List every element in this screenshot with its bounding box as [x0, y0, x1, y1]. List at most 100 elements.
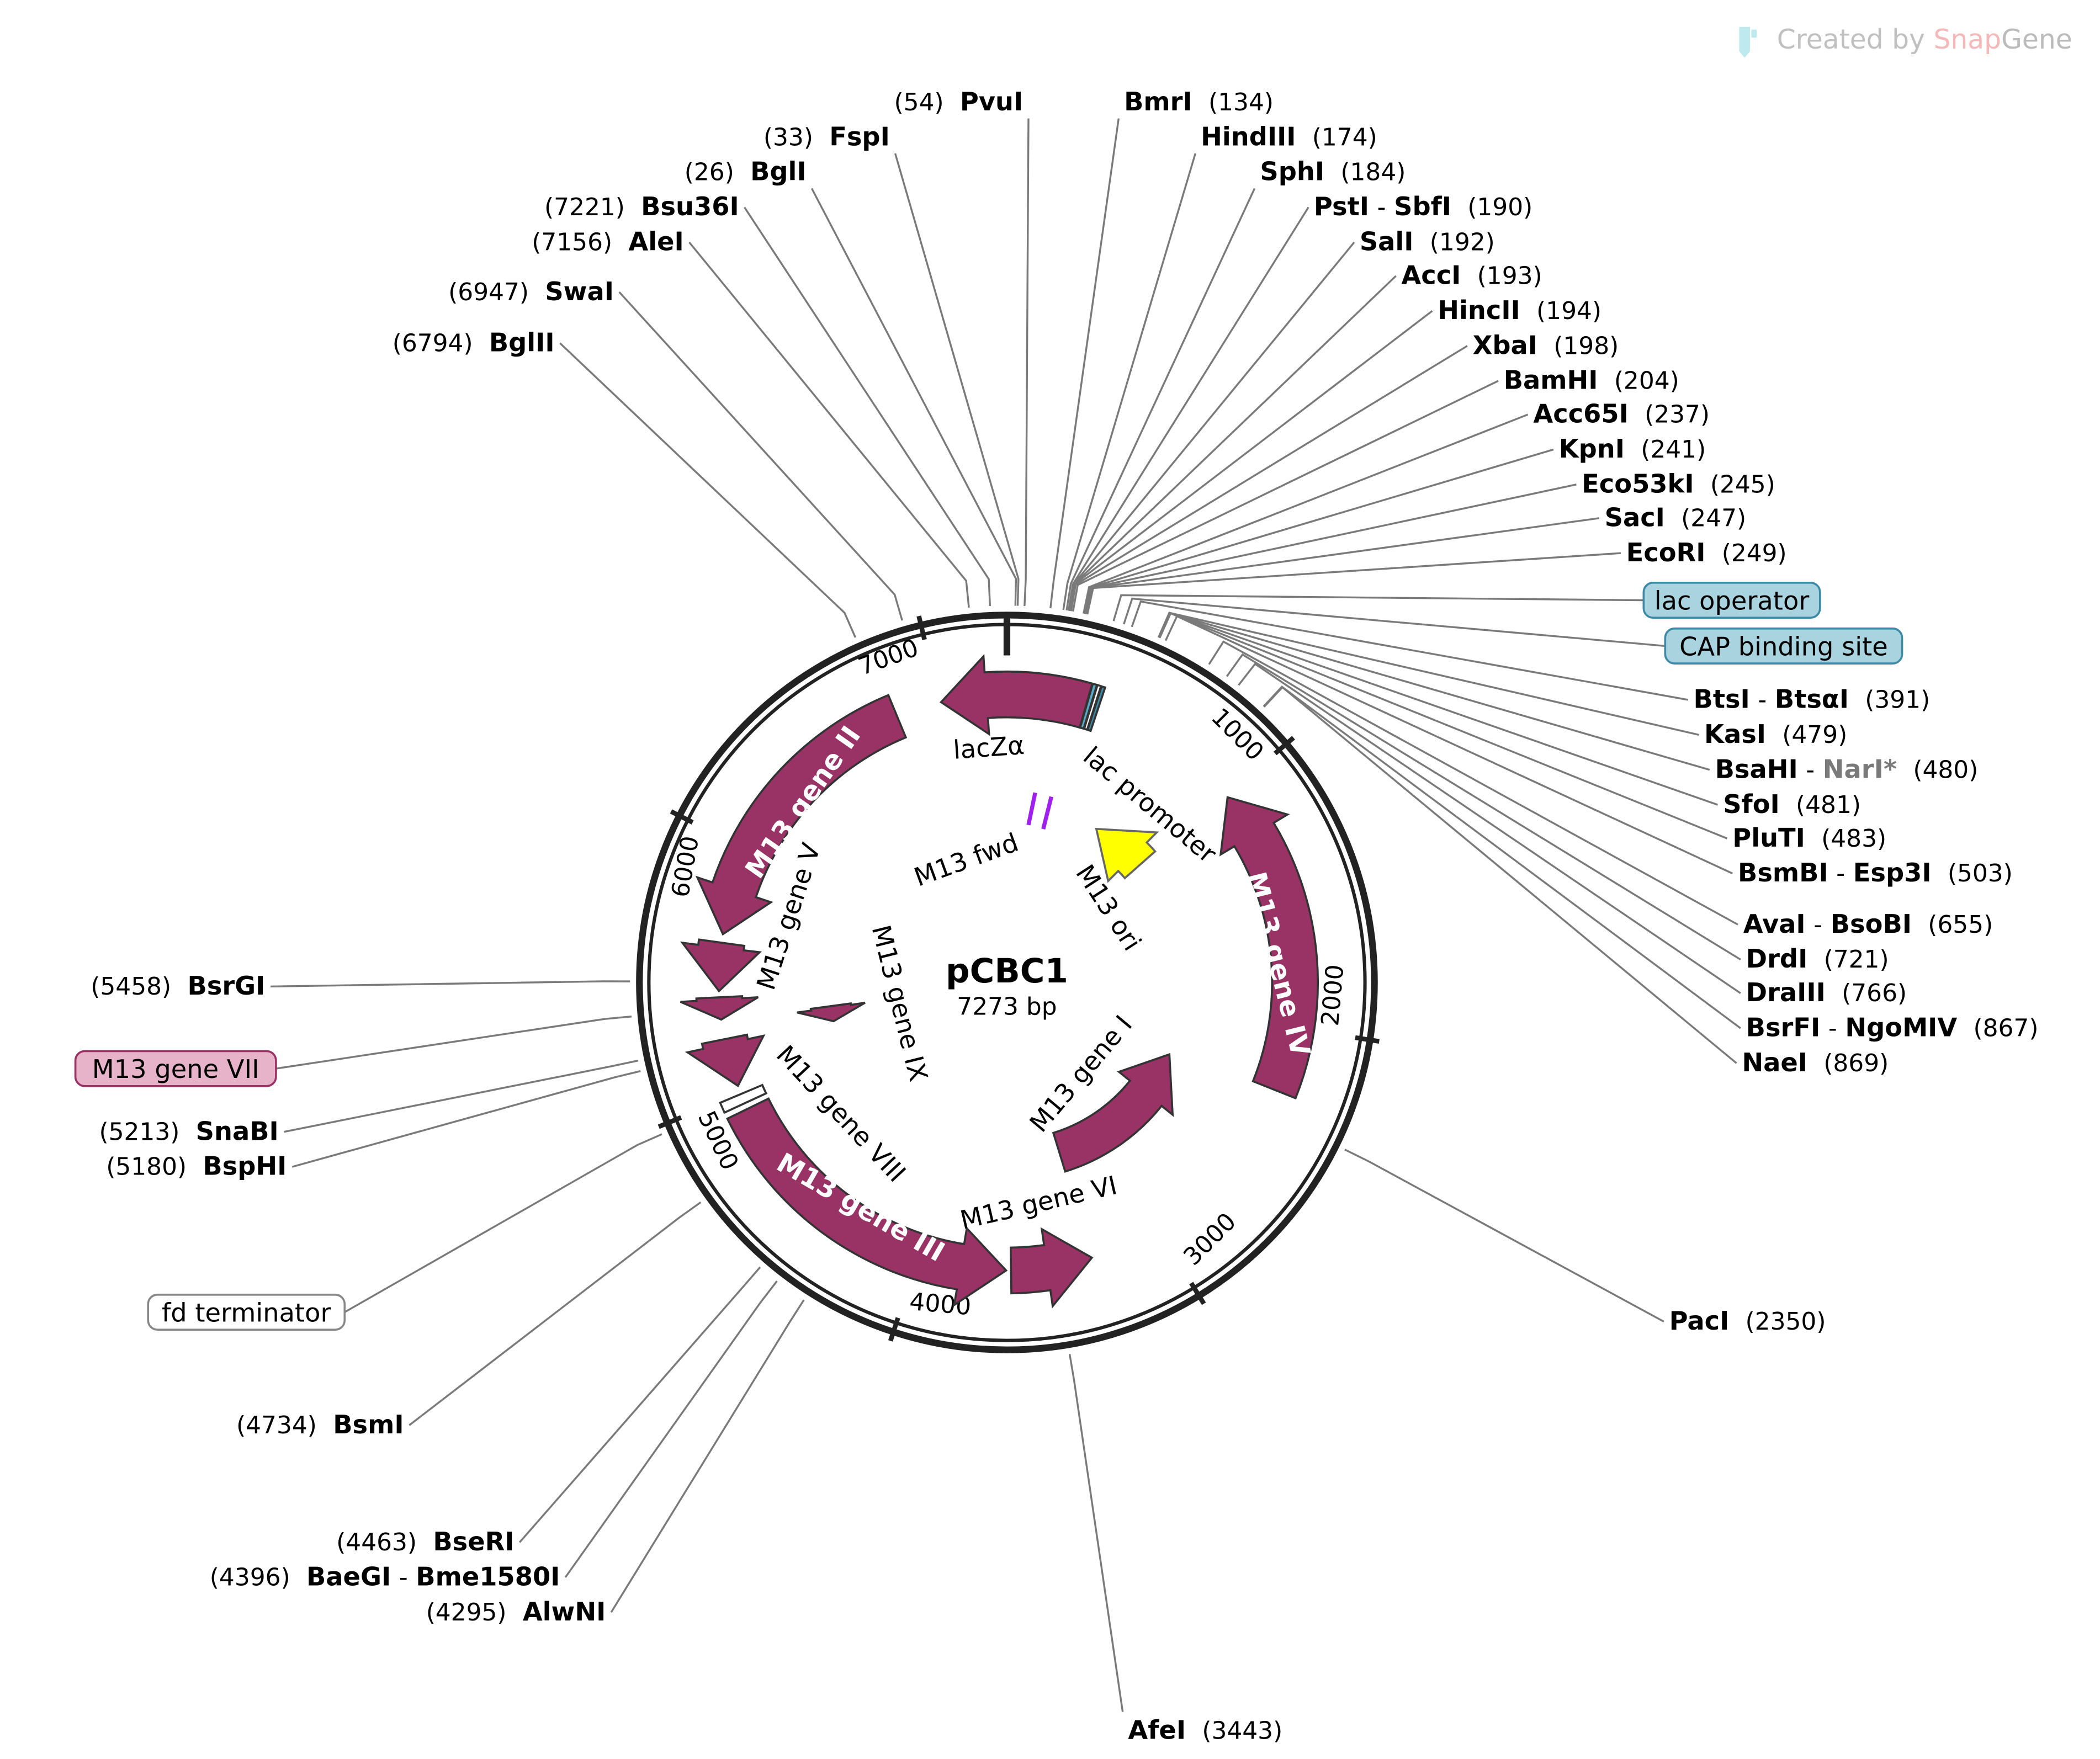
- enzyme-position: (6794): [393, 329, 473, 357]
- enzyme-position: (198): [1553, 332, 1619, 360]
- enzyme-site-avai[interactable]: AvaI-BsoBI(655): [1743, 909, 1993, 939]
- enzyme-site-naei[interactable]: NaeI(869): [1742, 1048, 1889, 1077]
- callout-label: fd terminator: [162, 1298, 332, 1328]
- primer-m13-fwd[interactable]: [1026, 792, 1053, 830]
- enzyme-site-paci[interactable]: PacI(2350): [1669, 1306, 1826, 1336]
- enzyme-site-bsu36i[interactable]: (7221)Bsu36I: [544, 192, 739, 221]
- enzyme-site-btsi[interactable]: BtsI-BtsαI(391): [1694, 684, 1931, 714]
- enzyme-site-bsmbi[interactable]: BsmBI-Esp3I(503): [1738, 858, 2013, 888]
- enzyme-separator: -: [1758, 686, 1767, 714]
- feature-m13-gene-vii[interactable]: [680, 995, 759, 1021]
- feature-m13-gene-iv[interactable]: [1219, 796, 1319, 1100]
- enzyme-position: (134): [1208, 88, 1274, 116]
- enzyme-site-sphi[interactable]: SphI(184): [1260, 157, 1406, 187]
- enzyme-site-alwni[interactable]: (4295)AlwNI: [426, 1597, 606, 1627]
- feature-m13-gene-viii[interactable]: [685, 1033, 766, 1087]
- enzyme-site-acc65i[interactable]: Acc65I(237): [1533, 399, 1710, 429]
- callout-leader-line: [1123, 597, 1666, 647]
- plasmid-length: 7273 bp: [957, 993, 1057, 1021]
- enzyme-site-draiii[interactable]: DraIII(766): [1746, 977, 1907, 1007]
- enzyme-site-hindiii[interactable]: HindIII(174): [1201, 121, 1377, 151]
- feature-m13-gene-ii[interactable]: [695, 694, 908, 936]
- enzyme-site-pvui[interactable]: (54)PvuI: [894, 87, 1024, 116]
- enzyme-site-psti[interactable]: PstI-SbfI(190): [1314, 192, 1532, 221]
- enzyme-position: (481): [1796, 791, 1861, 819]
- enzyme-site-afei[interactable]: AfeI(3443): [1128, 1715, 1282, 1745]
- enzyme-site-hincii[interactable]: HincII(194): [1438, 295, 1601, 325]
- callout-fd-terminator[interactable]: fd terminator: [147, 1293, 346, 1331]
- enzyme-leader-line: [1086, 552, 1621, 615]
- feature-m13-gene-vi[interactable]: [1009, 1227, 1094, 1309]
- enzyme-site-bsmi[interactable]: (4734)BsmI: [236, 1410, 404, 1439]
- enzyme-site-bseri[interactable]: (4463)BseRI: [336, 1527, 514, 1556]
- enzyme-site-snabi[interactable]: (5213)SnaBI: [99, 1116, 279, 1146]
- callout-box: [147, 1293, 346, 1331]
- feature-m13-gene-i[interactable]: [1052, 1053, 1174, 1173]
- enzyme-site-bmri[interactable]: BmrI (134): [1124, 87, 1274, 116]
- enzyme-leader-line: [1208, 640, 1738, 926]
- feature-cap-binding-site[interactable]: [1086, 685, 1107, 732]
- enzyme-name: FspI: [829, 121, 890, 151]
- enzyme-position: (721): [1824, 945, 1889, 974]
- tick-label: 2000: [1316, 963, 1350, 1027]
- enzyme-name: KasI: [1704, 719, 1766, 749]
- enzyme-site-bsahi[interactable]: BsaHI-NarI*(480): [1715, 754, 1979, 784]
- enzyme-name: SwaI: [545, 277, 614, 306]
- enzyme-separator: -: [1806, 756, 1815, 784]
- enzyme-site-baegi[interactable]: (4396)BaeGI-Bme1580I: [210, 1561, 560, 1591]
- enzyme-site-sfoi[interactable]: SfoI(481): [1723, 789, 1861, 819]
- enzyme-position: (194): [1536, 297, 1601, 325]
- enzyme-position: (237): [1645, 401, 1710, 429]
- callout-leader-line: [275, 1016, 632, 1070]
- feature-m13-ori[interactable]: [1095, 827, 1159, 883]
- callout-box: [1642, 582, 1821, 619]
- feature-lacz-[interactable]: [939, 653, 1094, 736]
- enzyme-name: BsrFI: [1746, 1013, 1821, 1043]
- enzyme-site-bamhi[interactable]: BamHI(204): [1504, 365, 1679, 395]
- enzyme-site-ecori[interactable]: EcoRI(249): [1626, 538, 1787, 567]
- label-lacza: lacZα: [952, 730, 1025, 765]
- enzyme-site-swai[interactable]: (6947)SwaI: [448, 277, 614, 306]
- enzyme-site-xbai[interactable]: XbaI(198): [1473, 330, 1619, 360]
- enzyme-site-bsphi[interactable]: (5180)BspHI: [106, 1151, 287, 1181]
- enzyme-position: (193): [1477, 262, 1542, 290]
- feature-m13-gene-ix[interactable]: [797, 1002, 866, 1023]
- enzyme-site-pluti[interactable]: PluTI(483): [1732, 823, 1886, 853]
- feature-fd-terminator[interactable]: [719, 1083, 768, 1114]
- callout-lac-operator[interactable]: lac operator: [1642, 582, 1821, 619]
- label-m13-fwd: M13 fwd: [910, 827, 1022, 892]
- tick-mark: [1273, 736, 1295, 756]
- feature-m13-gene-iii[interactable]: [726, 1097, 1008, 1308]
- enzyme-separator: -: [1377, 193, 1386, 221]
- enzyme-isoschizomer: NarI*: [1823, 754, 1897, 784]
- callout-m13-gene-vii[interactable]: M13 gene VII: [74, 1050, 277, 1087]
- enzyme-name: HindIII: [1201, 121, 1296, 151]
- enzyme-site-saci[interactable]: SacI(247): [1605, 502, 1747, 532]
- enzyme-site-acci[interactable]: AccI(193): [1401, 261, 1542, 290]
- enzyme-position: (204): [1614, 367, 1679, 395]
- enzyme-site-drdi[interactable]: DrdI(721): [1746, 944, 1889, 974]
- enzyme-site-alei[interactable]: (7156)AleI: [532, 227, 684, 257]
- enzyme-site-fspi[interactable]: (33)FspI: [763, 121, 890, 151]
- enzyme-site-kasi[interactable]: KasI(479): [1704, 719, 1847, 749]
- enzyme-site-kpni[interactable]: KpnI(241): [1559, 434, 1706, 464]
- enzyme-name: BmrI: [1124, 87, 1192, 116]
- enzyme-position: (4396): [210, 1563, 290, 1591]
- enzyme-site-bsrfi[interactable]: BsrFI-NgoMIV(867): [1746, 1013, 2039, 1043]
- enzyme-leader-line: [1024, 118, 1030, 607]
- enzyme-site-eco53ki[interactable]: Eco53kI(245): [1582, 469, 1775, 498]
- enzyme-site-bglii[interactable]: (6794)BglII: [393, 327, 555, 357]
- enzyme-site-bsrgi[interactable]: (5458)BsrGI: [91, 971, 265, 1001]
- feature-m13-gene-v[interactable]: [680, 938, 762, 993]
- enzyme-position: (7221): [544, 193, 625, 221]
- enzyme-leader-line: [1131, 600, 1689, 701]
- enzyme-name: NaeI: [1742, 1048, 1807, 1077]
- callout-cap-binding-site[interactable]: CAP binding site: [1664, 627, 1903, 665]
- enzyme-leader-line: [1084, 448, 1554, 614]
- enzyme-site-sali[interactable]: SalI(192): [1360, 227, 1495, 257]
- enzyme-leader-line: [1344, 1149, 1664, 1323]
- tick-mark: [916, 615, 927, 640]
- enzyme-site-bgli[interactable]: (26)BglI: [685, 157, 807, 187]
- enzyme-position: (766): [1842, 979, 1907, 1007]
